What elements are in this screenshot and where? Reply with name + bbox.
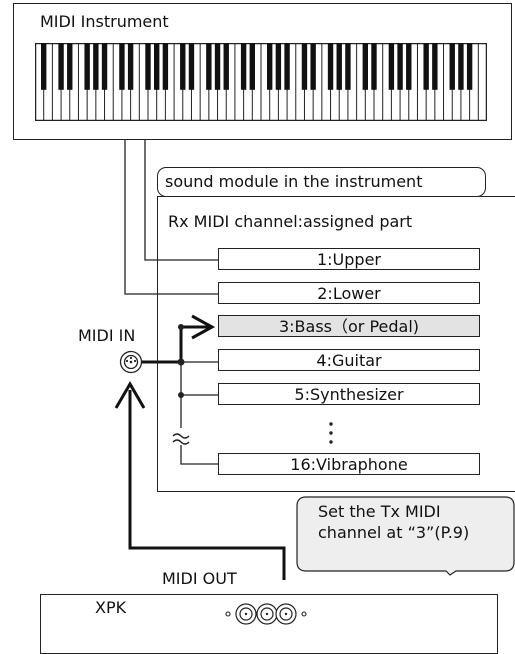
- rx-channel-header: Rx MIDI channel:assigned part: [168, 212, 413, 231]
- black-key: [336, 43, 342, 90]
- black-key: [127, 43, 134, 90]
- black-key: [84, 43, 90, 90]
- black-key: [458, 43, 464, 90]
- black-key: [249, 43, 256, 90]
- xpk-midi-ports: [225, 603, 307, 625]
- part-2-lower: 2:Lower: [218, 282, 480, 304]
- connection-diagram: [114, 140, 333, 580]
- black-key: [345, 43, 351, 90]
- black-key: [301, 43, 308, 90]
- break-mark-2: [172, 439, 190, 445]
- black-key: [93, 43, 99, 90]
- black-key: [310, 43, 316, 90]
- black-key: [266, 43, 273, 90]
- black-key: [188, 43, 195, 90]
- black-key: [119, 43, 125, 90]
- black-key: [388, 43, 395, 90]
- midi-in-label: MIDI IN: [78, 326, 136, 345]
- midi-out-label: MIDI OUT: [162, 569, 237, 588]
- black-key: [223, 43, 229, 90]
- black-key: [145, 43, 151, 90]
- callout-line-2: channel at “3”(P.9): [318, 523, 470, 542]
- black-key: [327, 43, 334, 90]
- black-key: [58, 43, 64, 90]
- midi-instrument-box: [13, 3, 512, 140]
- black-key: [362, 43, 369, 90]
- ellipsis-dots: [329, 422, 333, 444]
- sound-module-title: sound module in the instrument: [157, 167, 486, 197]
- black-key: [275, 43, 282, 90]
- wire-lower: [124, 140, 218, 295]
- black-key: [406, 43, 412, 90]
- arrow-right-icon: [191, 314, 216, 340]
- black-key: [397, 43, 403, 90]
- part-5-synthesizer: 5:Synthesizer: [218, 383, 480, 405]
- black-key: [214, 43, 221, 90]
- arrow-up-icon: [114, 381, 146, 409]
- midi-cable: [128, 390, 286, 580]
- xpk-label: XPK: [95, 598, 127, 617]
- black-key: [432, 43, 438, 90]
- midi-instrument-title: MIDI Instrument: [40, 12, 169, 31]
- callout-line-1: Set the Tx MIDI: [318, 502, 441, 521]
- part-1-upper: 1:Upper: [218, 248, 480, 270]
- black-key: [153, 43, 160, 90]
- black-key: [371, 43, 377, 90]
- wire-vibraphone: [180, 445, 218, 465]
- junction-dot: [178, 392, 184, 398]
- piano-keyboard: [35, 43, 487, 121]
- wire-upper: [144, 140, 218, 261]
- black-key: [180, 43, 186, 90]
- break-mark: [172, 433, 190, 439]
- black-key: [162, 43, 169, 90]
- black-key: [284, 43, 290, 90]
- part-16-vibraphone: 16:Vibraphone: [218, 453, 480, 475]
- black-key: [240, 43, 247, 90]
- sound-module-box: [157, 196, 515, 492]
- junction-dot: [178, 324, 184, 330]
- black-key: [466, 43, 473, 90]
- part-4-guitar: 4:Guitar: [218, 349, 480, 371]
- black-key: [101, 43, 108, 90]
- black-key: [423, 43, 429, 90]
- black-key: [206, 43, 212, 90]
- black-key: [40, 43, 47, 90]
- black-key: [67, 43, 73, 90]
- part-3-bass: 3:Bass（or Pedal): [218, 315, 480, 337]
- midi-in-port-icon: [119, 350, 143, 374]
- callout-bubble: [296, 496, 515, 576]
- black-key: [449, 43, 455, 90]
